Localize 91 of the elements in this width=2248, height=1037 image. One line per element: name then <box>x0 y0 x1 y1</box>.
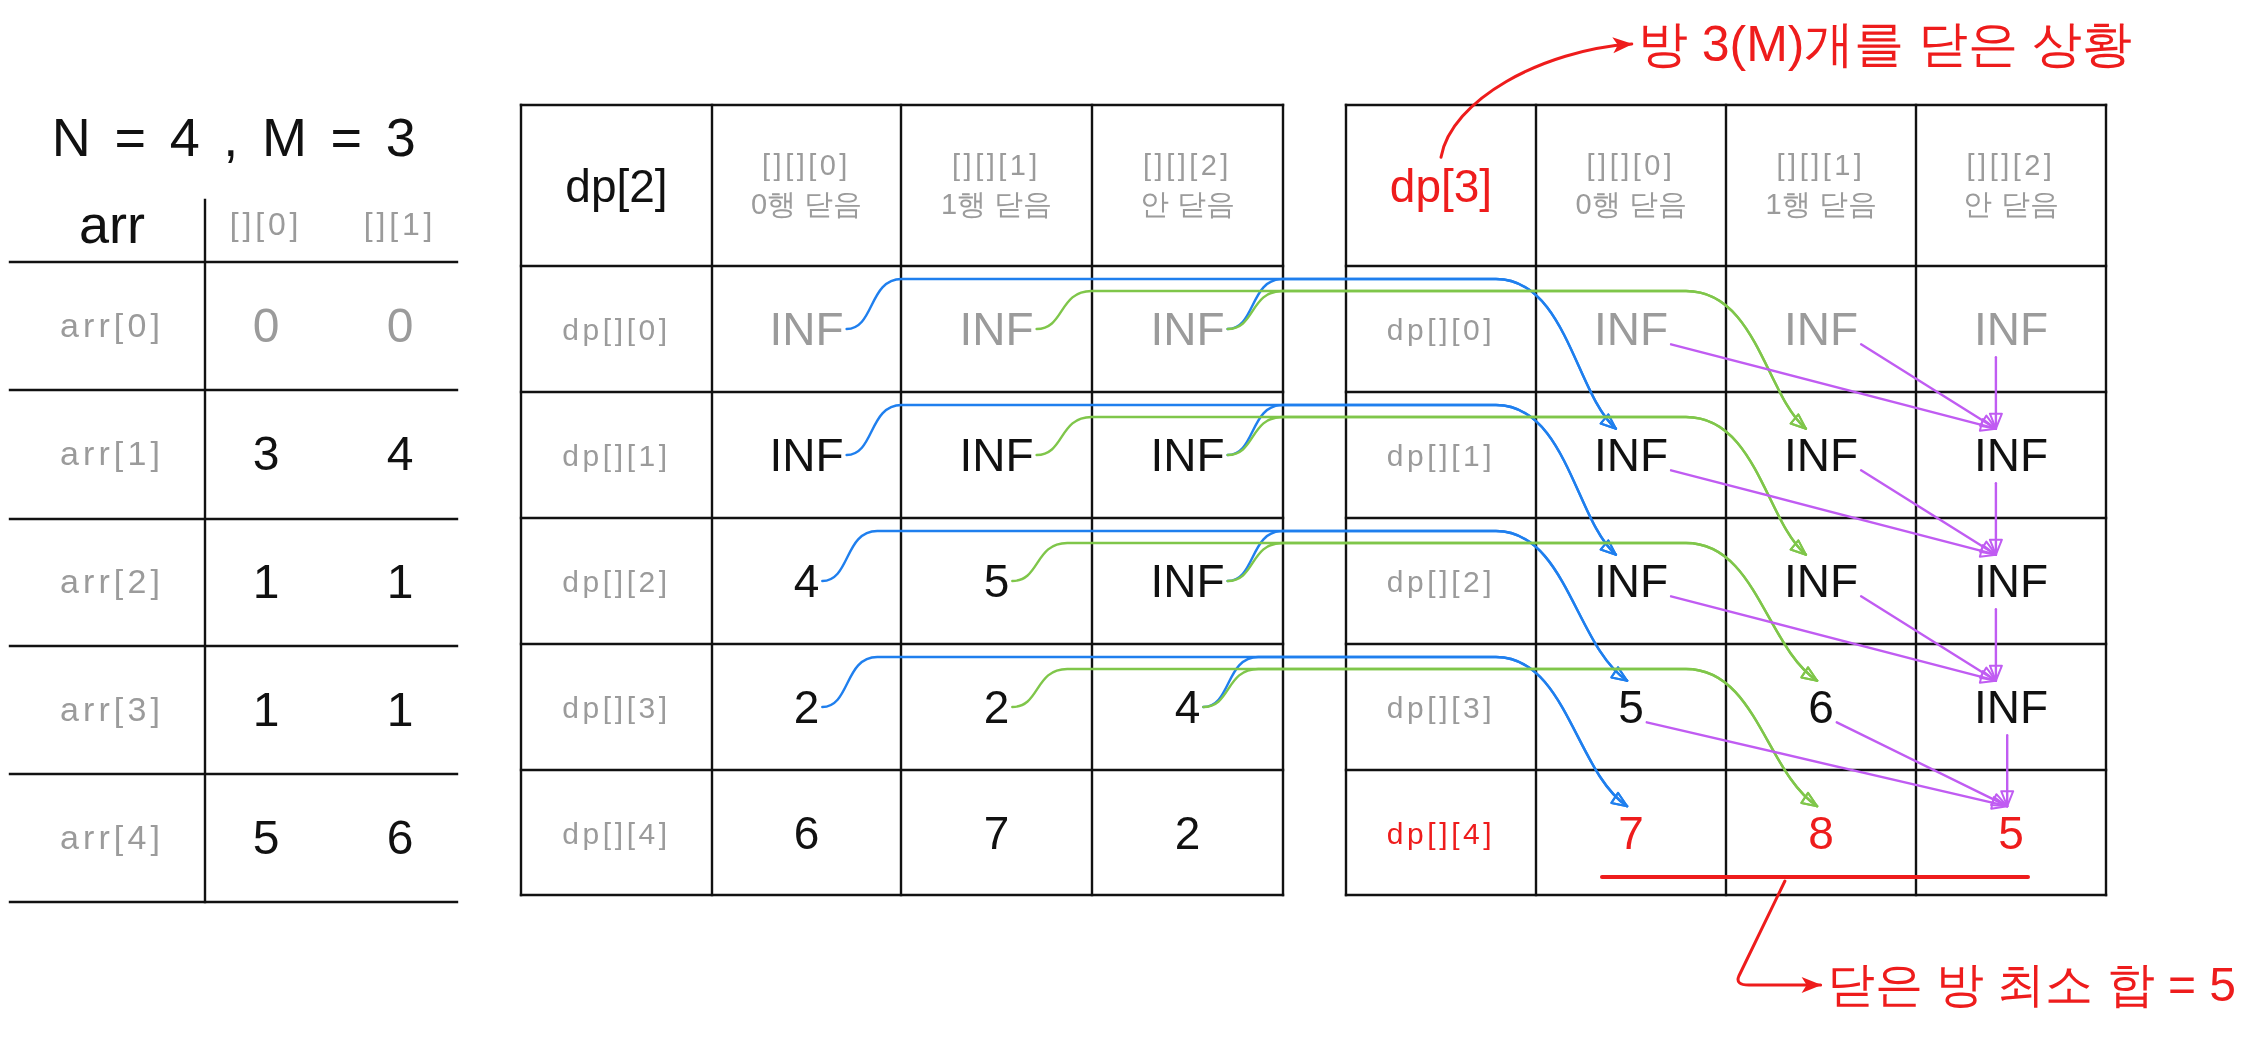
column-header: 1행 닫음 <box>1765 189 1877 222</box>
cell-value: 6 <box>793 807 820 858</box>
row-label: dp[][4] <box>1386 816 1496 849</box>
row-label: dp[][0] <box>1386 312 1496 346</box>
row-label: dp[][3] <box>1386 690 1496 724</box>
row-label: arr[0] <box>60 307 164 345</box>
row-label: arr[3] <box>60 691 164 729</box>
cell-value: INF <box>1593 429 1669 481</box>
row-label: arr[1] <box>60 435 164 473</box>
cell-value: 0 <box>386 299 414 353</box>
arrow <box>1202 667 1819 808</box>
row-label: arr[4] <box>60 819 164 857</box>
index-label: [][1] <box>363 207 437 243</box>
cell-value: 3 <box>252 427 280 481</box>
arrow <box>1669 595 1998 684</box>
cell-value: INF <box>1150 429 1225 481</box>
cell-value: 5 <box>1998 807 2024 858</box>
cell-value: INF <box>1973 555 2049 607</box>
cell-value: 5 <box>1618 681 1644 733</box>
row-label: dp[][1] <box>1386 438 1496 472</box>
cell-value: INF <box>1973 303 2049 355</box>
row-label: dp[][4] <box>562 816 671 849</box>
cell-value: INF <box>1150 303 1225 355</box>
arrow <box>1988 608 2003 682</box>
cell-value: INF <box>769 303 844 355</box>
index-label: [][][1] <box>952 149 1041 182</box>
cell-value: 2 <box>1174 807 1201 858</box>
arrow <box>2000 734 2015 808</box>
arrow <box>1988 482 2003 556</box>
cell-value: 5 <box>252 811 280 865</box>
arrow <box>1736 879 1823 993</box>
index-label: [][][2] <box>1966 149 2056 182</box>
column-header: 0행 닫음 <box>1575 189 1687 222</box>
cell-value: 2 <box>793 681 820 733</box>
cell-value: 4 <box>793 555 820 607</box>
column-header: 안 닫음 <box>1139 189 1236 222</box>
column-header: 0행 닫음 <box>750 189 863 222</box>
arrow <box>1226 415 1808 556</box>
arrow <box>1669 343 1998 432</box>
cell-value: 4 <box>1174 681 1201 733</box>
arrow <box>1988 356 2003 430</box>
table-name: dp[2] <box>565 160 668 211</box>
cell-value: 1 <box>386 683 414 737</box>
cell-value: INF <box>1973 681 2049 733</box>
table-name: dp[3] <box>1389 160 1493 211</box>
cell-value: 1 <box>252 555 280 609</box>
cell-value: 6 <box>1808 681 1834 733</box>
cell-value: INF <box>1593 555 1669 607</box>
result-text: 닫은 방 최소 합 = 5 <box>1826 958 2236 1012</box>
cell-value: INF <box>1783 555 1859 607</box>
cell-value: INF <box>1783 303 1859 355</box>
column-header: 1행 닫음 <box>940 189 1053 222</box>
row-label: dp[][3] <box>562 690 671 724</box>
row-label: arr[2] <box>60 563 164 601</box>
cell-value: 7 <box>1618 807 1644 858</box>
cell-value: 1 <box>252 683 280 737</box>
arrow <box>1859 469 1998 556</box>
annotation-text: 방 3(M)개를 닫은 상황 <box>1637 16 2133 72</box>
row-label: dp[][2] <box>562 564 671 598</box>
row-label: dp[][1] <box>562 438 671 472</box>
index-label: [][][1] <box>1776 149 1866 182</box>
cell-value: INF <box>1973 429 2049 481</box>
cell-value: 7 <box>983 807 1010 858</box>
arrow <box>1439 38 1634 159</box>
column-header: 안 닫음 <box>1963 189 2059 222</box>
index-label: [][][0] <box>1586 149 1676 182</box>
cell-value: 4 <box>386 427 414 481</box>
arrow <box>1835 721 2009 808</box>
arrow <box>1669 469 1998 558</box>
row-label: dp[][2] <box>1386 564 1496 598</box>
heading: N = 4 , M = 3 <box>51 108 421 168</box>
index-label: [][][0] <box>762 149 851 182</box>
index-label: [][0] <box>229 207 303 243</box>
row-label: dp[][0] <box>562 312 671 346</box>
arrow <box>1226 289 1808 430</box>
cell-value: INF <box>769 429 844 481</box>
cell-value: 5 <box>983 555 1010 607</box>
index-label: [][][2] <box>1143 149 1232 182</box>
cell-value: INF <box>1150 555 1225 607</box>
cell-value: INF <box>959 303 1034 355</box>
cell-value: INF <box>1783 429 1859 481</box>
arrow <box>1226 541 1819 682</box>
cell-value: 1 <box>386 555 414 609</box>
cell-value: 0 <box>252 299 280 353</box>
underline <box>1600 875 2030 879</box>
cell-value: 2 <box>983 681 1010 733</box>
cell-value: INF <box>1593 303 1669 355</box>
table-name: arr <box>79 195 145 255</box>
cell-value: 8 <box>1808 807 1834 858</box>
cell-value: 6 <box>386 811 414 865</box>
cell-value: INF <box>959 429 1034 481</box>
